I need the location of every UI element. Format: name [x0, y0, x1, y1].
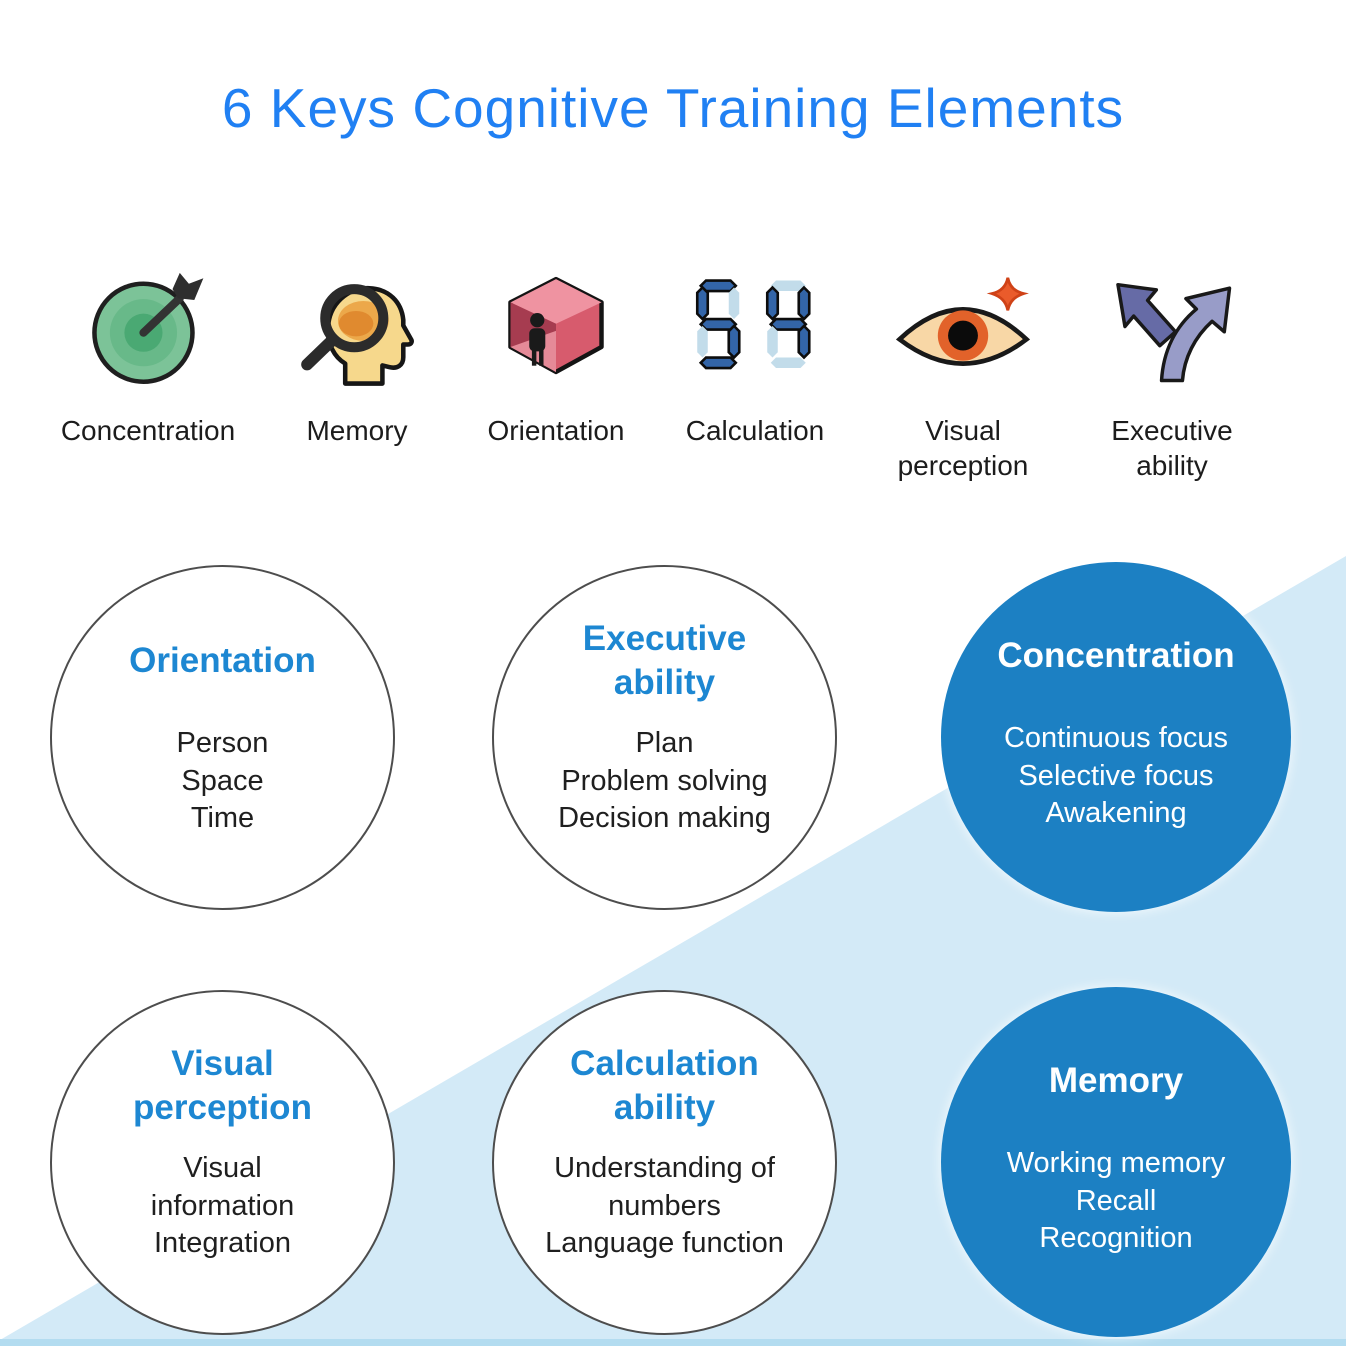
- eye-sparkle-icon: [895, 276, 1031, 366]
- icon-item-executive-ability: Executive ability: [1067, 262, 1277, 484]
- icon-label: Concentration: [60, 415, 236, 446]
- branching-arrows-icon: [1116, 282, 1232, 382]
- icon-label: Memory: [306, 415, 408, 446]
- circle-title: Orientation: [129, 640, 316, 680]
- icon-item-calculation: Calculation: [650, 262, 860, 448]
- icon-item-concentration: Concentration: [43, 262, 253, 448]
- circle-body: Person Space Time: [176, 727, 269, 835]
- magnifier-head-icon: [301, 283, 414, 386]
- icon-item-orientation: Orientation: [451, 262, 661, 448]
- circle-body: Understanding of numbers Language functi…: [545, 1152, 784, 1260]
- digital-number-icon: [695, 279, 811, 370]
- icon-label: Calculation: [685, 415, 825, 446]
- circle-body: Visual information Integration: [150, 1152, 295, 1260]
- circle-executive-ability: Executive ability Plan Problem solving D…: [492, 565, 837, 910]
- circle-title: Memory: [1048, 1060, 1184, 1100]
- circle-title: Executive ability: [582, 618, 747, 702]
- circle-concentration: Concentration Continuous focus Selective…: [941, 562, 1291, 912]
- bottom-band: [0, 1339, 1346, 1346]
- circle-calculation-ability: Calculation ability Understanding of num…: [492, 990, 837, 1335]
- icon-label: Orientation: [487, 415, 625, 446]
- circle-title: Visual perception: [133, 1043, 312, 1127]
- target-arrow-icon: [92, 272, 204, 384]
- circle-memory: Memory Working memory Recall Recognition: [941, 987, 1291, 1337]
- icon-item-visual-perception: Visual perception: [858, 262, 1068, 484]
- page-title: 6 Keys Cognitive Training Elements: [221, 77, 1125, 139]
- circle-orientation: Orientation Person Space Time: [50, 565, 395, 910]
- cube-person-icon: [508, 276, 604, 374]
- circle-body: Continuous focus Selective focus Awakeni…: [1003, 722, 1229, 830]
- icon-item-memory: Memory: [252, 262, 462, 448]
- icon-label: Visual perception: [897, 415, 1029, 482]
- circle-title: Concentration: [997, 635, 1235, 675]
- circle-body: Plan Problem solving Decision making: [558, 727, 771, 835]
- circle-visual-perception: Visual perception Visual information Int…: [50, 990, 395, 1335]
- circle-title: Calculation ability: [570, 1043, 759, 1127]
- icon-label: Executive ability: [1111, 415, 1233, 482]
- circle-body: Working memory Recall Recognition: [1006, 1147, 1226, 1255]
